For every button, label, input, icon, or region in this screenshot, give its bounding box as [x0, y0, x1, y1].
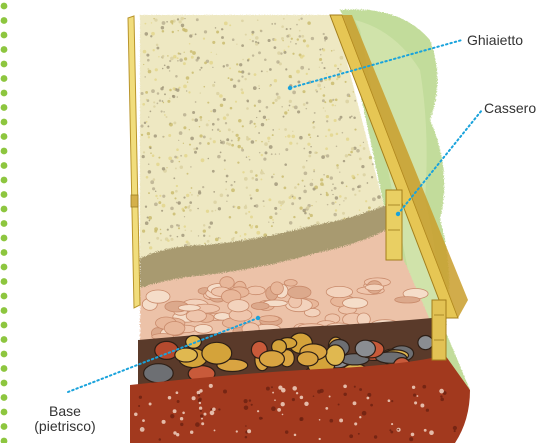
label-ghiaietto: Ghiaietto: [467, 33, 523, 48]
label-base-line1: Base: [20, 404, 110, 419]
leader-dot-ghiaietto: [288, 86, 292, 90]
leader-dot-base: [256, 316, 260, 320]
leader-dot-cassero: [396, 212, 400, 216]
left-formwork-board: [128, 16, 140, 308]
label-cassero: Cassero: [484, 101, 536, 116]
label-base: Base (pietrisco): [20, 404, 110, 434]
label-base-line2: (pietrisco): [20, 419, 110, 434]
green-dotted-border: [1, 3, 8, 443]
